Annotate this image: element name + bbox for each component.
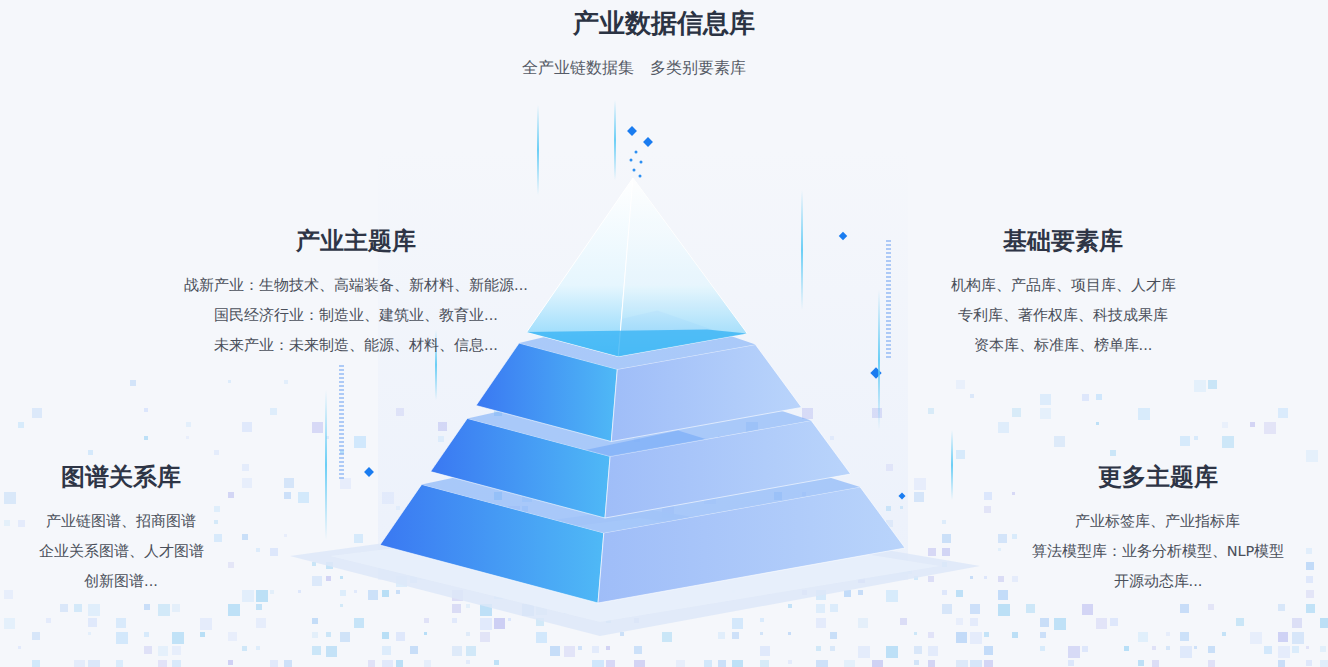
category-item: 产业链图谱、招商图谱 — [39, 506, 204, 536]
category-item: 资本库、标准库、榜单库... — [951, 330, 1176, 360]
category-heading: 更多主题库 — [1032, 461, 1285, 493]
category-block: 基础要素库机构库、产品库、项目库、人才库专利库、著作权库、科技成果库资本库、标准… — [947, 225, 1180, 360]
category-item: 产业标签库、产业指标库 — [1032, 506, 1285, 536]
category-heading: 产业主题库 — [184, 225, 528, 257]
category-item: 开源动态库... — [1032, 566, 1285, 596]
category-item: 未来产业：未来制造、能源、材料、信息... — [184, 330, 528, 360]
category-item: 企业关系图谱、人才图谱 — [39, 536, 204, 566]
category-item: 机构库、产品库、项目库、人才库 — [951, 270, 1176, 300]
subtitle-row: 全产业链数据集多类别要素库 — [522, 57, 746, 79]
category-item: 国民经济行业：制造业、建筑业、教育业... — [184, 300, 528, 330]
category-heading: 基础要素库 — [951, 225, 1176, 257]
main-title: 产业数据信息库 — [573, 6, 755, 41]
category-block: 图谱关系库产业链图谱、招商图谱企业关系图谱、人才图谱创新图谱... — [35, 461, 208, 596]
category-block: 更多主题库产业标签库、产业指标库算法模型库：业务分析模型、NLP模型开源动态库.… — [1028, 461, 1289, 596]
category-item: 专利库、著作权库、科技成果库 — [951, 300, 1176, 330]
category-item: 创新图谱... — [39, 566, 204, 596]
category-item: 算法模型库：业务分析模型、NLP模型 — [1032, 536, 1285, 566]
subtitle: 全产业链数据集 — [522, 57, 634, 79]
category-heading: 图谱关系库 — [39, 461, 204, 493]
category-block: 产业主题库战新产业：生物技术、高端装备、新材料、新能源...国民经济行业：制造业… — [180, 225, 532, 360]
subtitle: 多类别要素库 — [650, 57, 746, 79]
category-item: 战新产业：生物技术、高端装备、新材料、新能源... — [184, 270, 528, 300]
